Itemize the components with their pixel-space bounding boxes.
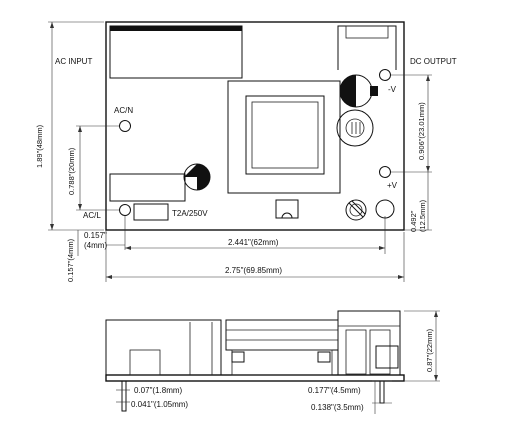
dc-output-tab bbox=[345, 25, 389, 39]
dim-pin-len-c: 0.177"(4.5mm) bbox=[308, 386, 361, 395]
fuse-body bbox=[133, 203, 169, 221]
side-pcb bbox=[105, 374, 405, 382]
ac-l-label: AC/L bbox=[83, 211, 101, 220]
side-pin-left bbox=[121, 380, 127, 412]
minus-v-pin-hole bbox=[379, 69, 391, 81]
side-output-cap-1 bbox=[345, 329, 367, 375]
side-view: 0.87"(22mm) 0.07"(1.8mm) 0.041"(1.05mm) … bbox=[105, 310, 440, 414]
side-transformer-foot-right bbox=[317, 351, 331, 363]
input-capacitor bbox=[183, 163, 211, 191]
dim-height-total: 1.89"(48mm) bbox=[35, 124, 44, 168]
ac-input-label: AC INPUT bbox=[55, 57, 92, 66]
dim-bottom-offset: 0.157"(4mm) bbox=[66, 238, 75, 282]
ic-component bbox=[275, 199, 299, 219]
dim-ac-spacing: 0.788"(20mm) bbox=[67, 147, 76, 195]
plus-v-pin-hole bbox=[379, 166, 391, 178]
acl-pin-hole bbox=[119, 204, 131, 216]
dim-output-spacing: 0.906"(23.01mm) bbox=[417, 102, 426, 160]
dim-pin-len-a: 0.07"(1.8mm) bbox=[134, 386, 183, 395]
side-left-block bbox=[105, 319, 222, 376]
transformer-inner bbox=[245, 95, 325, 175]
transformer-core bbox=[251, 101, 319, 169]
side-output-block bbox=[337, 310, 401, 376]
side-transformer bbox=[225, 319, 339, 351]
input-connector-block bbox=[109, 25, 243, 79]
side-transformer-base bbox=[231, 349, 333, 376]
dim-pin-len-d: 0.138"(3.5mm) bbox=[311, 403, 364, 412]
dim-acl-offset-a: 0.157" bbox=[84, 231, 107, 240]
side-led bbox=[375, 345, 399, 369]
input-filter-box bbox=[109, 173, 186, 202]
pcb-outline bbox=[105, 21, 405, 231]
dim-board-length: 2.75"(69.85mm) bbox=[225, 266, 282, 275]
minus-v-label: -V bbox=[388, 85, 397, 94]
output-capacitor-2 bbox=[336, 109, 374, 147]
dim-acl-offset-b: (4mm) bbox=[84, 241, 107, 250]
acn-pin-hole bbox=[119, 120, 131, 132]
dim-output-offset-a: 0.492" bbox=[409, 210, 418, 232]
dim-side-height: 0.87"(22mm) bbox=[425, 328, 434, 372]
adjust-potentiometer bbox=[345, 199, 367, 221]
side-inner-box bbox=[129, 349, 161, 376]
input-connector-bar bbox=[110, 26, 242, 31]
dim-pin-span: 2.441"(62mm) bbox=[228, 238, 279, 247]
led-component bbox=[375, 199, 395, 219]
dim-output-offset-b: (12.5mm) bbox=[418, 199, 427, 232]
transformer-outer bbox=[227, 80, 341, 194]
dim-pin-len-b: 0.041"(1.05mm) bbox=[131, 400, 188, 409]
dc-output-connector bbox=[337, 25, 397, 70]
side-pin-right bbox=[379, 380, 385, 404]
side-output-cap-2 bbox=[369, 329, 391, 375]
side-transformer-foot-left bbox=[231, 351, 245, 363]
fuse-label: T2A/250V bbox=[172, 209, 208, 218]
plus-v-label: +V bbox=[387, 181, 398, 190]
top-view: T2A/250V AC INPUT DC OUTPUT AC/N AC/L -V… bbox=[35, 21, 457, 282]
output-capacitor-1 bbox=[339, 74, 378, 108]
ac-n-label: AC/N bbox=[114, 106, 133, 115]
dc-output-label: DC OUTPUT bbox=[410, 57, 457, 66]
